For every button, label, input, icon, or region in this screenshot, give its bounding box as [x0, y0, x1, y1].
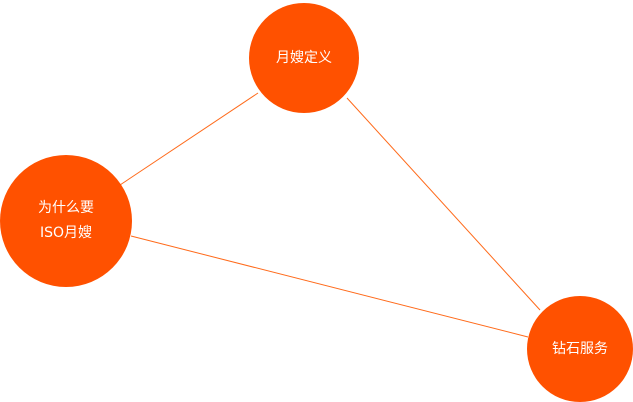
edge-definition-why-iso [119, 92, 259, 186]
node-why-iso-label-line2: ISO月嫂 [39, 225, 93, 241]
node-why-iso: 为什么要 ISO月嫂 [0, 155, 132, 287]
node-why-iso-label-line1: 为什么要 [38, 200, 94, 216]
node-definition: 月嫂定义 [249, 3, 359, 113]
edge-why-iso-diamond-service [130, 235, 529, 338]
node-diamond-service-label: 钻石服务 [552, 340, 608, 357]
node-diamond-service: 钻石服务 [527, 296, 633, 402]
edge-definition-diamond-service [346, 97, 541, 311]
node-definition-label: 月嫂定义 [276, 49, 332, 66]
